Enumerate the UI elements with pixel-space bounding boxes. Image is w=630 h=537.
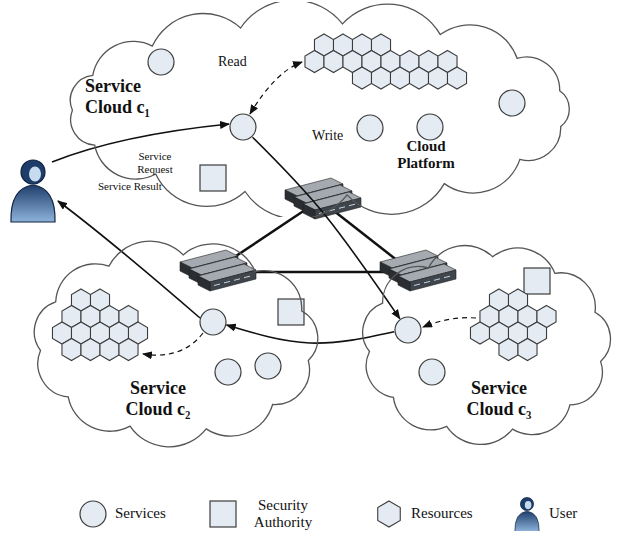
resource-hexagon [62, 339, 81, 361]
resource-hexagon [352, 67, 371, 89]
annotation-label: Write [312, 128, 352, 144]
service-circle [215, 359, 241, 385]
user-face [29, 167, 41, 182]
user-head [520, 497, 533, 510]
annotation-label: Service Request [124, 150, 186, 175]
legend-item: Services [78, 497, 166, 531]
annotation-label: Service Result [98, 180, 188, 193]
server-stripe [434, 279, 440, 281]
user-icon [11, 160, 55, 222]
cloud-outline [70, 2, 569, 217]
server-stripe [214, 284, 220, 286]
cloud-outline [34, 241, 317, 447]
service-circle [200, 309, 226, 335]
service-circle [419, 359, 445, 385]
legend-sample [512, 497, 542, 531]
user-face [525, 501, 532, 509]
resource-hexagon [81, 339, 100, 361]
legend-text: User [549, 505, 577, 522]
server-stripe [339, 207, 345, 209]
resource-access-arrow [423, 318, 476, 327]
service-cloud: Service Cloud c₃ [350, 240, 622, 448]
server-stripe [444, 276, 450, 278]
resource-access-arrow [143, 333, 203, 355]
user-body [515, 511, 539, 531]
resource-hexagon [378, 501, 401, 527]
security-authority-square [524, 268, 550, 294]
resource-hexagon [470, 322, 489, 344]
service-circle [148, 49, 174, 75]
server-unit [303, 192, 361, 219]
resource-hexagon [428, 67, 447, 89]
legend-sample [208, 497, 238, 531]
service-flow-arrow [253, 137, 400, 318]
security-authority-square [278, 299, 304, 325]
user-head [21, 160, 45, 184]
resource-hexagon [324, 51, 343, 73]
service-circle [357, 115, 383, 141]
server-side [198, 276, 210, 291]
resource-hexagon [409, 67, 428, 89]
server-side [398, 276, 410, 291]
user-body [11, 185, 55, 222]
resource-cluster [52, 289, 147, 361]
server-stripe [414, 284, 420, 286]
annotation-label: Cloud Platform [388, 138, 464, 173]
server-stripe [244, 276, 250, 278]
user-icon [515, 497, 539, 531]
service-circle [255, 353, 281, 379]
service-circle [417, 114, 443, 140]
legend-text: Resources [411, 505, 473, 522]
legend-sample [374, 497, 404, 531]
legend-item: Resources [374, 497, 473, 531]
service-circle [80, 501, 106, 527]
cloud-title: Service Cloud c₃ [455, 378, 543, 419]
cloud-title: Service Cloud c₂ [114, 378, 202, 419]
service-cloud: Service Cloud c₂ [18, 238, 333, 448]
resource-hexagon [305, 51, 324, 73]
server-stripe [234, 279, 240, 281]
cloud-outline [363, 245, 611, 444]
server-unit [198, 264, 256, 291]
server-rack [380, 250, 456, 291]
read-write-arrow [250, 62, 302, 114]
server-stripe [224, 281, 230, 283]
legend-item: Security Authority [208, 497, 321, 532]
resource-hexagon [371, 67, 390, 89]
legend-text: Security Authority [245, 497, 321, 532]
cloud-title: Service Cloud c₁ [85, 76, 167, 117]
resource-hexagon [518, 339, 537, 361]
service-flow-arrow [227, 325, 394, 343]
resource-cluster [305, 34, 467, 89]
legend-sample [78, 497, 108, 531]
resource-hexagon [100, 339, 119, 361]
resource-hexagon [499, 339, 518, 361]
resource-hexagon [447, 67, 466, 89]
legend-item: User [512, 497, 577, 531]
service-circle [499, 90, 525, 116]
server-front [410, 270, 456, 291]
resource-cluster [470, 289, 556, 361]
legend-text: Services [115, 505, 166, 522]
service-result-arrow [58, 201, 200, 318]
server-stripe [349, 204, 355, 206]
annotation-label: Read [218, 54, 258, 70]
security-authority-square [210, 501, 236, 527]
resource-hexagon [390, 67, 409, 89]
server-stripe [424, 281, 430, 283]
service-circle [230, 114, 256, 140]
server-front [210, 270, 256, 291]
resource-hexagon [119, 339, 138, 361]
security-authority-square [200, 165, 226, 191]
service-circle [395, 317, 421, 343]
